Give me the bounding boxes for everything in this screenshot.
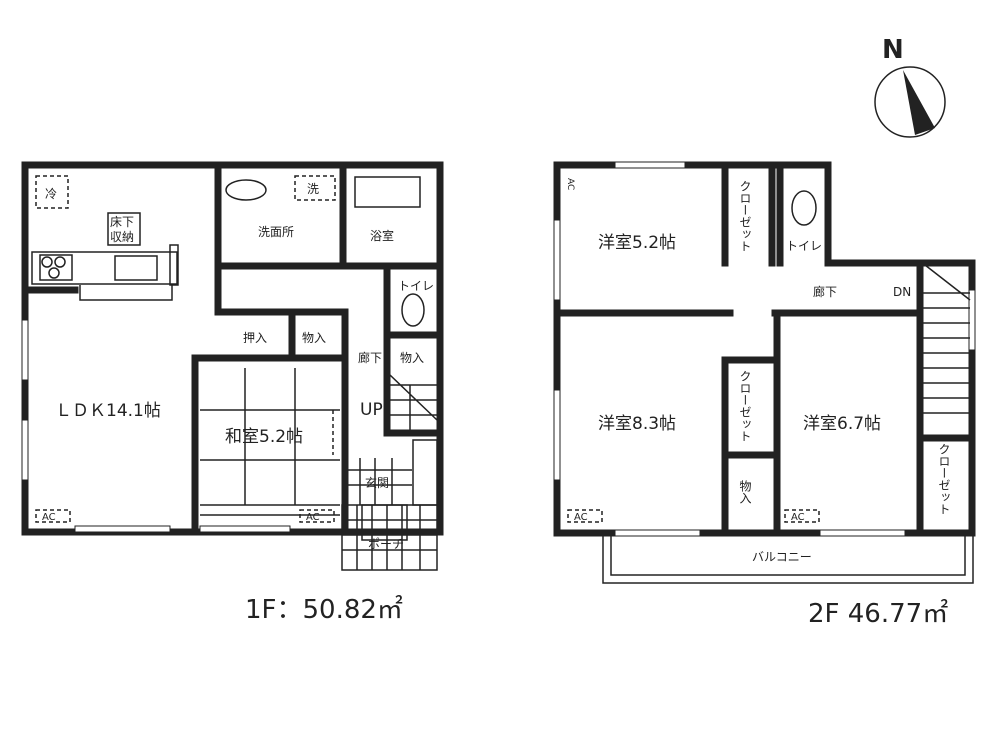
room-label-hallway: 廊下	[358, 350, 382, 365]
underfloor-storage-label: 床下	[110, 215, 134, 229]
ac-label: AC	[574, 512, 588, 523]
room-label-washitsu: 和室5.2帖	[225, 427, 303, 447]
room-label-storage-2f: 物入	[738, 480, 752, 504]
kitchen-counter	[31, 244, 179, 301]
fridge-space	[35, 175, 69, 209]
ac-label: AC	[565, 178, 575, 190]
ac-label: AC	[42, 512, 56, 523]
room-label-closet-b: クローゼット	[738, 370, 752, 442]
ac-label: AC	[791, 512, 805, 523]
room-label-toilet-2f: トイレ	[786, 239, 822, 253]
bathtub	[354, 176, 421, 208]
room-label-bathroom: 浴室	[370, 228, 394, 243]
room-label-genkan: 玄関	[365, 475, 389, 490]
compass-needle-icon	[903, 70, 935, 135]
floor1-area: 1F：50.82㎡	[245, 595, 403, 625]
washbasin	[225, 179, 267, 201]
floor-2: 洋室5.2帖 洋室8.3帖 洋室6.7帖 クローゼット クローゼット クローゼッ…	[553, 161, 976, 629]
room-label-western-5-2: 洋室5.2帖	[598, 233, 676, 253]
room-label-porch: ポーチ	[368, 537, 404, 551]
room-label-toilet: トイレ	[398, 279, 434, 293]
washer-label: 洗	[307, 182, 319, 196]
compass-circle	[874, 66, 946, 138]
washer-space	[294, 175, 336, 201]
floor2-area: 2F 46.77㎡	[808, 599, 948, 629]
room-label-oshiire: 押入	[243, 331, 267, 345]
room-label-storage-b: 物入	[400, 351, 424, 365]
floor2-outer-wall	[553, 161, 976, 537]
room-label-ldk: ＬＤＫ14.1帖	[55, 401, 161, 421]
room-label-closet-a: クローゼット	[738, 180, 752, 252]
underfloor-storage-label-2: 収納	[110, 230, 134, 244]
toilet-bowl	[401, 293, 425, 327]
room-label-balcony: バルコニー	[752, 550, 812, 564]
shoe-box	[412, 439, 438, 506]
room-label-closet-c: クローゼット	[937, 443, 951, 515]
stairs-down-label: DN	[893, 285, 911, 299]
room-label-hallway-2f: 廊下	[813, 284, 837, 299]
porch	[341, 504, 438, 571]
room-label-western-6-7: 洋室6.7帖	[803, 414, 881, 434]
north-label: N	[882, 35, 904, 65]
fridge-label: 冷	[45, 187, 57, 201]
toilet-bowl-2f	[791, 190, 817, 226]
room-label-western-8-3: 洋室8.3帖	[598, 414, 676, 434]
room-label-senmenjo: 洗面所	[258, 225, 294, 239]
north-compass: N	[874, 35, 946, 138]
floor-1: 冷 床下 収納 洗 ＬＤＫ14.1帖 和室5.2帖 洗面所 浴室 トイレ 押入 …	[21, 161, 444, 625]
room-label-storage-a: 物入	[302, 331, 326, 345]
stairs-up-label: UP	[360, 400, 383, 420]
ac-label: AC	[306, 512, 320, 523]
